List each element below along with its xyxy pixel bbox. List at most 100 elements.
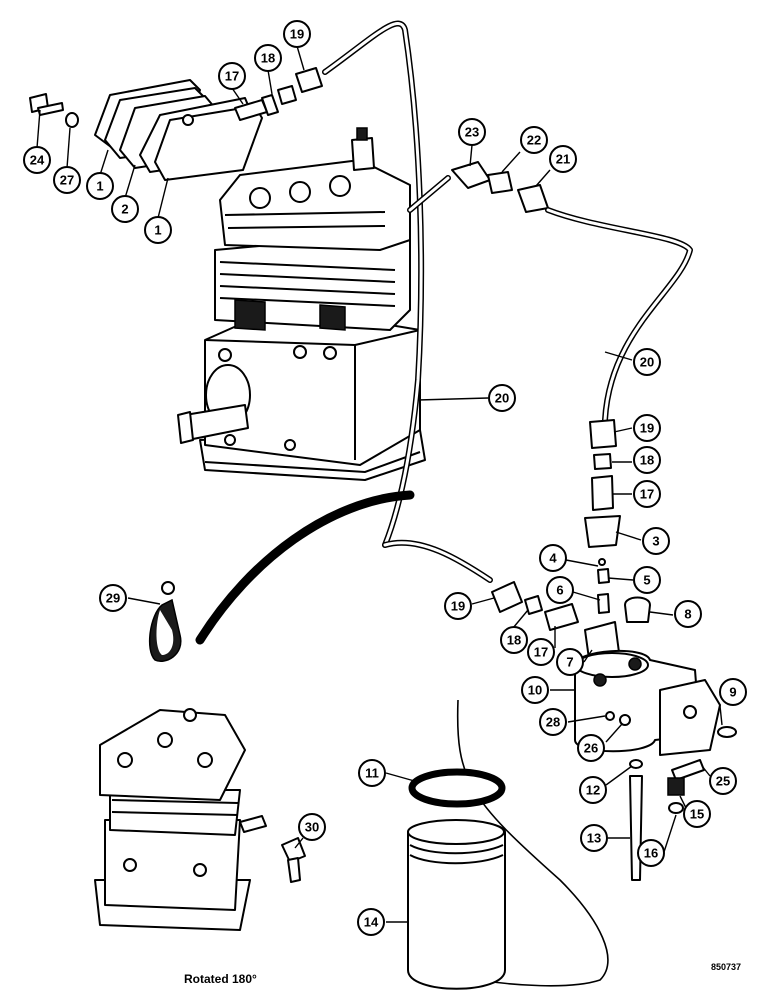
callout-circle: [298, 813, 326, 841]
callout-number: 16: [644, 846, 658, 861]
callout-circle: [549, 145, 577, 173]
callout-5: 5: [633, 566, 661, 594]
callout-14: 14: [357, 908, 385, 936]
callout-circle: [642, 527, 670, 555]
callout-23: 23: [458, 118, 486, 146]
callout-20: 20: [488, 384, 516, 412]
callout-circle: [521, 676, 549, 704]
callout-number: 20: [495, 391, 509, 406]
callout-2: 2: [111, 195, 139, 223]
callout-number: 1: [154, 223, 161, 238]
callout-number: 6: [556, 583, 563, 598]
callout-15: 15: [683, 800, 711, 828]
rotated-compressor-illustration: [94, 708, 306, 931]
callout-circle: [633, 480, 661, 508]
callout-number: 29: [106, 591, 120, 606]
callout-number: 17: [225, 69, 239, 84]
callout-4: 4: [539, 544, 567, 572]
callout-number: 24: [30, 153, 45, 168]
top-fittings: [234, 67, 323, 121]
callout-number: 14: [364, 915, 379, 930]
callout-11: 11: [358, 759, 386, 787]
callout-8: 8: [674, 600, 702, 628]
callout-circle: [539, 708, 567, 736]
callout-12: 12: [579, 776, 607, 804]
callout-circle: [539, 544, 567, 572]
callout-number: 17: [534, 645, 548, 660]
callout-7: 7: [556, 648, 584, 676]
callout-28: 28: [539, 708, 567, 736]
callout-circle: [53, 166, 81, 194]
callout-number: 9: [729, 685, 736, 700]
callout-circle: [556, 648, 584, 676]
callout-circle: [527, 638, 555, 666]
callout-number: 18: [261, 51, 275, 66]
callout-9: 9: [719, 678, 747, 706]
callout-10: 10: [521, 676, 549, 704]
callout-circle: [458, 118, 486, 146]
callout-13: 13: [580, 824, 608, 852]
callout-circle: [86, 172, 114, 200]
callout-18: 18: [500, 626, 528, 654]
callout-circle: [488, 384, 516, 412]
callout-circle: [633, 414, 661, 442]
air-compressor-illustration: [177, 127, 426, 481]
callout-16: 16: [637, 839, 665, 867]
callout-circle: [23, 146, 51, 174]
callout-number: 13: [587, 831, 601, 846]
callout-24: 24: [23, 146, 51, 174]
callout-circle: [254, 44, 282, 72]
strap-part: [148, 581, 182, 662]
callout-circle: [579, 776, 607, 804]
callout-number: 15: [690, 807, 704, 822]
vertical-fitting-stack: [584, 419, 651, 623]
callout-22: 22: [520, 126, 548, 154]
callout-19: 19: [444, 592, 472, 620]
curved-hose-segment: [195, 490, 415, 645]
callout-circle: [546, 576, 574, 604]
callout-3: 3: [642, 527, 670, 555]
callout-number: 30: [305, 820, 319, 835]
callout-18: 18: [254, 44, 282, 72]
drain-valve-assembly: [456, 650, 737, 987]
callout-circle: [709, 767, 737, 795]
callout-19: 19: [633, 414, 661, 442]
callout-29: 29: [99, 584, 127, 612]
callout-number: 27: [60, 173, 74, 188]
callout-number: 19: [290, 27, 304, 42]
intake-cover-and-gaskets: [94, 79, 263, 181]
bolt-and-washer: [29, 93, 79, 128]
callout-number: 22: [527, 133, 541, 148]
callout-18: 18: [633, 446, 661, 474]
callout-number: 12: [586, 783, 600, 798]
callout-circle: [719, 678, 747, 706]
elbow-fittings: [451, 161, 549, 213]
callout-circle: [520, 126, 548, 154]
callout-number: 5: [643, 573, 650, 588]
callout-27: 27: [53, 166, 81, 194]
callout-21: 21: [549, 145, 577, 173]
callout-number: 25: [716, 774, 730, 789]
callout-number: 17: [640, 487, 654, 502]
callout-number: 21: [556, 152, 570, 167]
callout-6: 6: [546, 576, 574, 604]
callout-17: 17: [633, 480, 661, 508]
callout-17: 17: [527, 638, 555, 666]
callout-17: 17: [218, 62, 246, 90]
callout-number: 7: [566, 655, 573, 670]
callout-circle: [218, 62, 246, 90]
callout-20: 20: [633, 348, 661, 376]
callout-number: 1: [96, 179, 103, 194]
callout-number: 4: [549, 551, 557, 566]
callout-labels: 1122427171819232221202019181734568191817…: [23, 20, 747, 936]
callout-circle: [577, 734, 605, 762]
callout-number: 19: [640, 421, 654, 436]
callout-19: 19: [283, 20, 311, 48]
callout-number: 18: [640, 453, 654, 468]
callout-circle: [111, 195, 139, 223]
callout-circle: [500, 626, 528, 654]
gasket-ring-and-jar: [407, 768, 506, 990]
callout-1: 1: [144, 216, 172, 244]
